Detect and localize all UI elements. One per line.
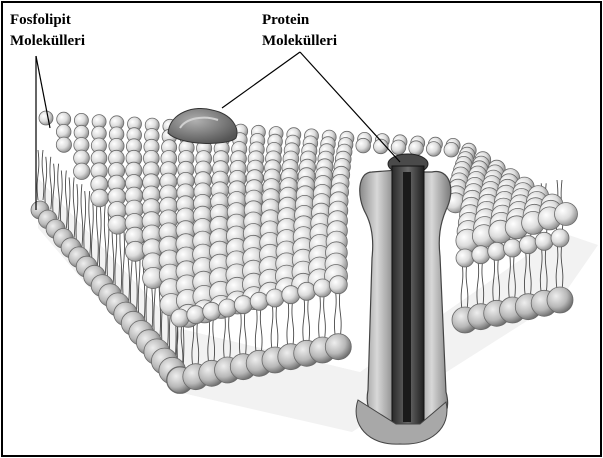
phospholipid-head [555,203,578,226]
phospholipid-head [325,334,351,360]
phospholipid-head [472,246,490,264]
phospholipid-head [551,229,569,247]
phospholipid-head [547,287,573,313]
phospholipid-head [250,292,268,310]
phospholipid-head [282,286,300,304]
phospholipid-head [444,142,459,157]
phospholipid-head [519,236,537,254]
label-phospholipid-line2: Molekülleri [10,33,85,49]
label-protein-line1: Protein [262,12,310,28]
peripheral-protein [168,108,237,143]
phospholipid-head [171,309,189,327]
phospholipid-head [409,141,424,156]
phospholipid-head [456,249,474,267]
phospholipid-head [39,111,53,125]
phospholipid-head [91,189,109,207]
phospholipid-head [298,282,316,300]
phospholipid-head [391,140,406,155]
phospholipid-head [219,299,237,317]
phospholipid-head [266,289,284,307]
phospholipid-head [234,296,252,314]
phospholipid-head [356,138,371,153]
phospholipid-head [74,163,90,179]
phospholipid-head [56,137,71,152]
phospholipid-head [329,276,347,294]
transmembrane-protein [356,154,451,444]
phospholipid-head [187,306,205,324]
leader-line-peripheral-protein [222,52,300,108]
phospholipid-bilayer [31,111,598,432]
phospholipid-head [504,239,522,257]
phospholipid-head [426,142,441,157]
phospholipid-head [314,279,332,297]
phospholipid-head [108,215,127,234]
label-phospholipid-line1: Fosfolipit [10,12,71,28]
phospholipid-head [488,242,506,260]
phospholipid-head [535,232,553,250]
phospholipid-head [203,302,221,320]
label-protein-line2: Molekülleri [262,33,337,49]
